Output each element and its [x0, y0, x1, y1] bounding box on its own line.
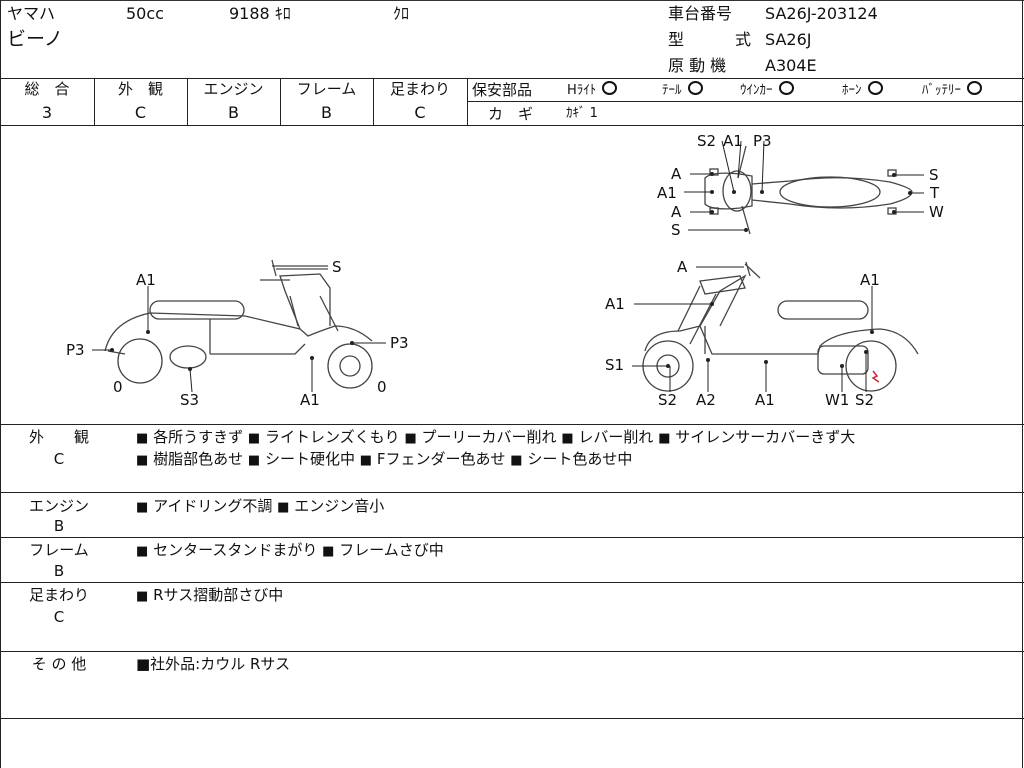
- frame-grade-label: フレーム: [296, 80, 357, 98]
- bullet-square-icon: ■: [404, 431, 417, 446]
- label-left-a1: A1: [136, 271, 156, 289]
- type-value: SA26J: [765, 30, 812, 49]
- label-left-s3: S3: [180, 391, 199, 409]
- remark-grade-suspension: C: [53, 608, 65, 626]
- remark-other-text: ■社外品:カウル Rサス: [136, 655, 291, 673]
- remark-line: ■ アイドリング不調 ■ エンジン音小: [136, 497, 385, 515]
- bullet-square-icon: ■: [247, 431, 261, 446]
- color: ｸﾛ: [393, 4, 410, 23]
- ok-circle-icon: [867, 81, 883, 95]
- remark-line: ■ センタースタンドまがり ■ フレームさび中: [136, 541, 444, 559]
- label-left-a1-bottom: A1: [300, 391, 320, 409]
- safety-label: 保安部品: [472, 81, 533, 99]
- bullet-square-icon: ■: [136, 453, 149, 468]
- label-right-a1-seat: A1: [860, 271, 880, 289]
- engine-value: A304E: [765, 56, 817, 75]
- ok-circle-icon: [602, 81, 618, 95]
- label-left-p3: P3: [66, 341, 85, 359]
- label-right-a1-left: A1: [605, 295, 625, 313]
- label-top-s: S: [671, 221, 681, 239]
- label-top-p3: P3: [753, 132, 772, 150]
- label-right-a: A: [677, 258, 688, 276]
- label-top-a-upper: A: [671, 165, 682, 183]
- remark-line: ■ 各所うすきず ■ ライトレンズくもり ■ プーリーカバー削れ ■ レバー削れ…: [136, 428, 856, 446]
- bullet-square-icon: ■: [658, 431, 671, 446]
- safety-item-tail: ﾃｰﾙ: [662, 81, 703, 100]
- label-top-a1-left: A1: [657, 184, 677, 202]
- exterior-label: 外 観: [117, 80, 163, 98]
- remark-label-suspension: 足まわり: [28, 586, 89, 604]
- bullet-square-icon: ■: [510, 453, 523, 468]
- label-top-w: W: [929, 203, 944, 221]
- remark-line: ■ 樹脂部色あせ ■ シート硬化中 ■ Fフェンダー色あせ ■ シート色あせ中: [136, 450, 633, 468]
- safety-item-headlight: Hﾗｲﾄ: [567, 81, 618, 100]
- safety-item-horn: ﾎｰﾝ: [842, 81, 883, 100]
- bullet-square-icon: ■: [136, 500, 149, 515]
- type-label-1: 型: [668, 30, 685, 49]
- engine-label: 原 動 機: [668, 56, 727, 75]
- bullet-square-icon: ■: [136, 544, 149, 559]
- frame-no-label: 車台番号: [668, 4, 733, 23]
- exterior-grade: C: [134, 103, 147, 122]
- label-top-t: T: [929, 184, 940, 202]
- label-right-s2-rear: S2: [855, 391, 874, 409]
- keys-label: カ ギ: [488, 105, 534, 123]
- label-right-s1: S1: [605, 356, 624, 374]
- displacement: 50cc: [126, 4, 164, 23]
- bullet-square-icon: ■: [561, 431, 574, 446]
- remark-line: ■ Rサス摺動部さび中: [136, 586, 284, 604]
- label-right-s2: S2: [658, 391, 677, 409]
- overall-grade: 3: [41, 103, 53, 122]
- remark-label-engine: エンジン: [28, 497, 89, 515]
- model-name: ビーノ: [7, 28, 63, 50]
- type-label-2: 式: [735, 30, 752, 49]
- damage-mark: [871, 370, 880, 383]
- remark-grade-exterior: C: [53, 450, 65, 468]
- bullet-square-icon: ■: [247, 453, 261, 468]
- label-top-a-lower: A: [671, 203, 682, 221]
- keys-value: ｶｷﾞ 1: [566, 106, 598, 121]
- engine-grade: B: [228, 103, 239, 122]
- ok-circle-icon: [778, 81, 794, 95]
- scooter-top-view: [704, 145, 913, 235]
- damage-diagram: S2 A1 P3 A A1 A S S T W S A1 P3 P3 0 0 S…: [66, 132, 944, 409]
- label-right-w1: W1: [825, 391, 849, 409]
- suspension-grade-label: 足まわり: [389, 80, 450, 98]
- ok-circle-icon: [967, 81, 982, 95]
- label-right-a1-bottom: A1: [755, 391, 775, 409]
- engine-grade-label: エンジン: [203, 80, 264, 98]
- ok-circle-icon: [687, 81, 703, 95]
- remark-label-exterior: 外 観: [28, 428, 89, 446]
- overall-label: 総 合: [24, 80, 70, 98]
- bullet-square-icon: ■: [136, 589, 149, 604]
- remark-grade-frame: B: [53, 562, 65, 580]
- remark-label-other: そ の 他: [31, 655, 87, 673]
- label-top-s2: S2: [697, 132, 716, 150]
- bullet-square-icon: ■: [359, 453, 373, 468]
- bullet-square-icon: ■: [277, 500, 290, 515]
- maker: ヤマハ: [7, 4, 56, 23]
- label-left-p3-front: P3: [390, 334, 409, 352]
- label-left-0-front: 0: [377, 378, 387, 396]
- safety-item-battery: ﾊﾞｯﾃﾘｰ: [922, 81, 982, 100]
- label-top-s-right: S: [929, 166, 939, 184]
- label-left-0-rear: 0: [113, 378, 123, 396]
- frame-no: SA26J-203124: [765, 4, 878, 23]
- bullet-square-icon: ■: [136, 431, 149, 446]
- safety-item-winker: ｳｲﾝｶｰ: [740, 81, 794, 100]
- suspension-grade: C: [414, 103, 426, 122]
- remark-grade-engine: B: [53, 517, 65, 535]
- label-top-a1: A1: [723, 132, 743, 150]
- label-left-s: S: [332, 258, 342, 276]
- frame-grade: B: [321, 103, 332, 122]
- bullet-square-icon: ■: [322, 544, 335, 559]
- remark-label-frame: フレーム: [29, 541, 89, 559]
- mileage: 9188 ｷﾛ: [229, 4, 291, 23]
- label-right-a2: A2: [696, 391, 716, 409]
